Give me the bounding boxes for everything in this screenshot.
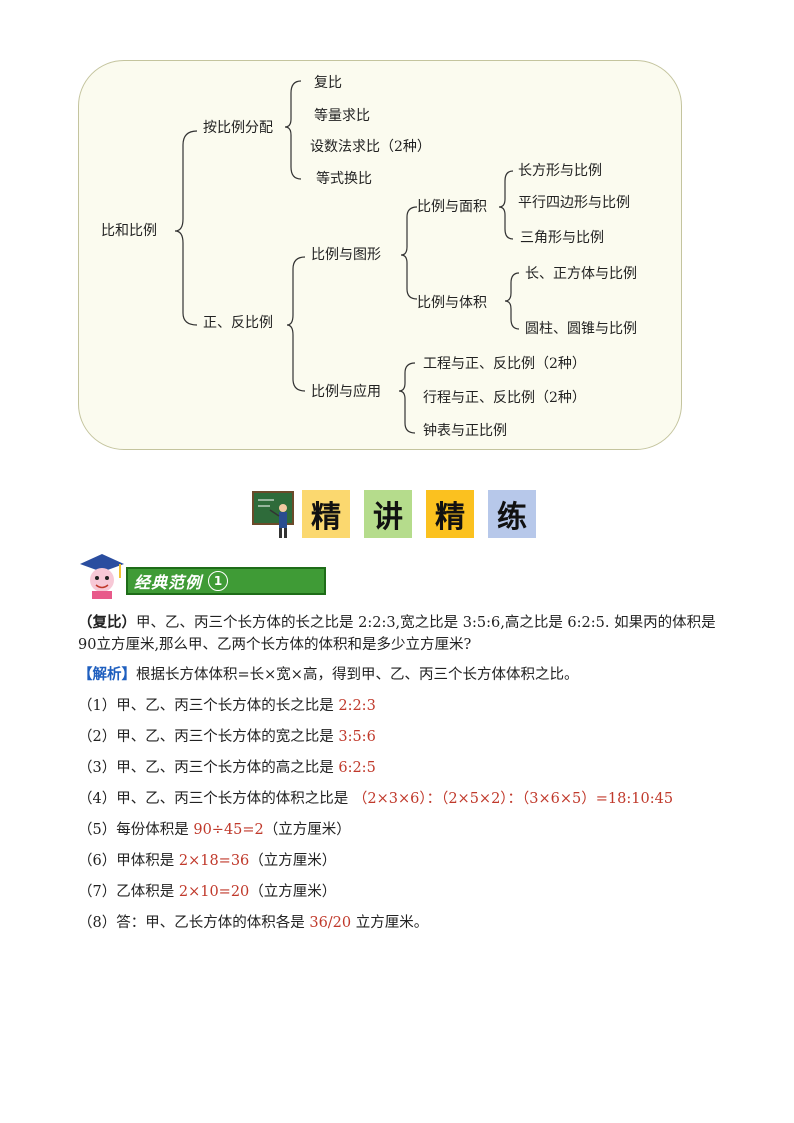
leaf-parallelogram: 平行四边形与比例 (518, 195, 630, 211)
example-content: （复比）甲、乙、丙三个长方体的长之比是 2:2:3,宽之比是 3:5:6,高之比… (78, 612, 728, 934)
step-number: （2） (78, 729, 117, 745)
step-text: 每份体积是 (116, 822, 194, 838)
example-heading: 经典范例 1 (76, 552, 326, 602)
step-text: 甲、乙、丙三个长方体的高之比是 (116, 760, 339, 776)
step-tail: （立方厘米） (249, 884, 337, 900)
banner-char-lian: 练 (488, 490, 536, 538)
step-value: 2×18=36 (178, 853, 250, 869)
mindmap-root: 比和比例 (101, 223, 157, 239)
step-value: 36/20 (309, 915, 352, 931)
problem-statement: （复比）甲、乙、丙三个长方体的长之比是 2:2:3,宽之比是 3:5:6,高之比… (78, 612, 728, 656)
analysis-step: （2）甲、乙、丙三个长方体的宽之比是 3:5:6 (78, 726, 728, 748)
leaf-equal-ratio: 等量求比 (314, 108, 370, 124)
analysis-step: （7）乙体积是 2×10=20（立方厘米） (78, 881, 728, 903)
step-number: （7） (78, 884, 117, 900)
banner-char-jiang: 讲 (364, 490, 412, 538)
step-value: （2×3×6）：（2×5×2）：（3×6×5）=18:10:45 (352, 791, 674, 807)
branch-ratio-area: 比例与面积 (417, 199, 487, 215)
step-text: 甲、乙、丙三个长方体的宽之比是 (116, 729, 339, 745)
analysis-steps: （1）甲、乙、丙三个长方体的长之比是 2:2:3 （2）甲、乙、丙三个长方体的宽之… (78, 695, 728, 934)
leaf-triangle: 三角形与比例 (520, 230, 604, 246)
step-number: （1） (78, 698, 117, 714)
mindmap-box: 比和比例 按比例分配 复比 等量求比 设数法求比（2种） 等式换比 正、反比例 … (78, 60, 682, 450)
leaf-assume-number: 设数法求比（2种） (310, 139, 431, 155)
step-text: 甲体积是 (116, 853, 179, 869)
graduate-mascot-icon (80, 554, 124, 599)
step-text: 乙体积是 (116, 884, 179, 900)
analysis-step: （6）甲体积是 2×18=36（立方厘米） (78, 850, 728, 872)
problem-text: 甲、乙、丙三个长方体的长之比是 2:2:3,宽之比是 3:5:6,高之比是 6:… (78, 615, 716, 653)
mindmap-braces (174, 80, 520, 434)
analysis-intro: 【解析】根据长方体体积=长×宽×高，得到甲、乙、丙三个长方体体积之比。 (78, 664, 728, 686)
step-value: 2×10=20 (178, 884, 250, 900)
analysis-step: （1）甲、乙、丙三个长方体的长之比是 2:2:3 (78, 695, 728, 717)
leaf-travel: 行程与正、反比例（2种） (423, 390, 586, 406)
step-number: （5） (78, 822, 117, 838)
analysis-tag: 【解析】 (78, 666, 136, 683)
step-number: （4） (78, 791, 117, 807)
leaf-cuboid: 长、正方体与比例 (525, 266, 637, 282)
teacher-blackboard-icon (252, 491, 294, 538)
step-value: 90÷45=2 (193, 822, 264, 838)
step-text: 答：甲、乙长方体的体积各是 (116, 915, 310, 931)
problem-tag: （复比） (78, 614, 136, 631)
step-value: 2:2:3 (338, 698, 376, 714)
leaf-work: 工程与正、反比例（2种） (423, 356, 586, 372)
step-number: （6） (78, 853, 117, 869)
branch-direct-inverse: 正、反比例 (203, 315, 273, 331)
banner-char-jing-2: 精 (426, 490, 474, 538)
step-tail: （立方厘米） (249, 853, 337, 869)
example-number: 1 (208, 571, 229, 591)
branch-ratio-volume: 比例与体积 (417, 295, 487, 311)
leaf-equation-ratio: 等式换比 (316, 171, 372, 187)
example-label: 经典范例 (134, 573, 203, 592)
step-tail: 立方厘米。 (351, 915, 429, 931)
analysis-text: 根据长方体体积=长×宽×高，得到甲、乙、丙三个长方体体积之比。 (136, 667, 579, 683)
analysis-step: （3）甲、乙、丙三个长方体的高之比是 6:2:5 (78, 757, 728, 779)
step-number: （3） (78, 760, 117, 776)
analysis-step: （5）每份体积是 90÷45=2（立方厘米） (78, 819, 728, 841)
branch-ratio-shapes: 比例与图形 (311, 247, 381, 263)
analysis-step: （8）答：甲、乙长方体的体积各是 36/20 立方厘米。 (78, 912, 728, 934)
step-text: 甲、乙、丙三个长方体的体积之比是 (116, 791, 353, 807)
leaf-compound-ratio: 复比 (314, 75, 342, 91)
leaf-rectangle: 长方形与比例 (518, 163, 602, 179)
leaf-cylinder-cone: 圆柱、圆锥与比例 (525, 321, 637, 337)
step-number: （8） (78, 915, 117, 931)
step-tail: （立方厘米） (263, 822, 351, 838)
branch-proportional-allocation: 按比例分配 (203, 120, 273, 136)
branch-ratio-application: 比例与应用 (311, 384, 381, 400)
step-value: 3:5:6 (338, 729, 376, 745)
analysis-step: （4）甲、乙、丙三个长方体的体积之比是 （2×3×6）：（2×5×2）：（3×6… (78, 788, 728, 810)
step-value: 6:2:5 (338, 760, 376, 776)
section-banner: 精 讲 精 练 (252, 490, 542, 540)
step-text: 甲、乙、丙三个长方体的长之比是 (116, 698, 339, 714)
banner-char-jing-1: 精 (302, 490, 350, 538)
leaf-clock: 钟表与正比例 (423, 423, 507, 439)
example-badge: 经典范例 1 (126, 567, 326, 595)
